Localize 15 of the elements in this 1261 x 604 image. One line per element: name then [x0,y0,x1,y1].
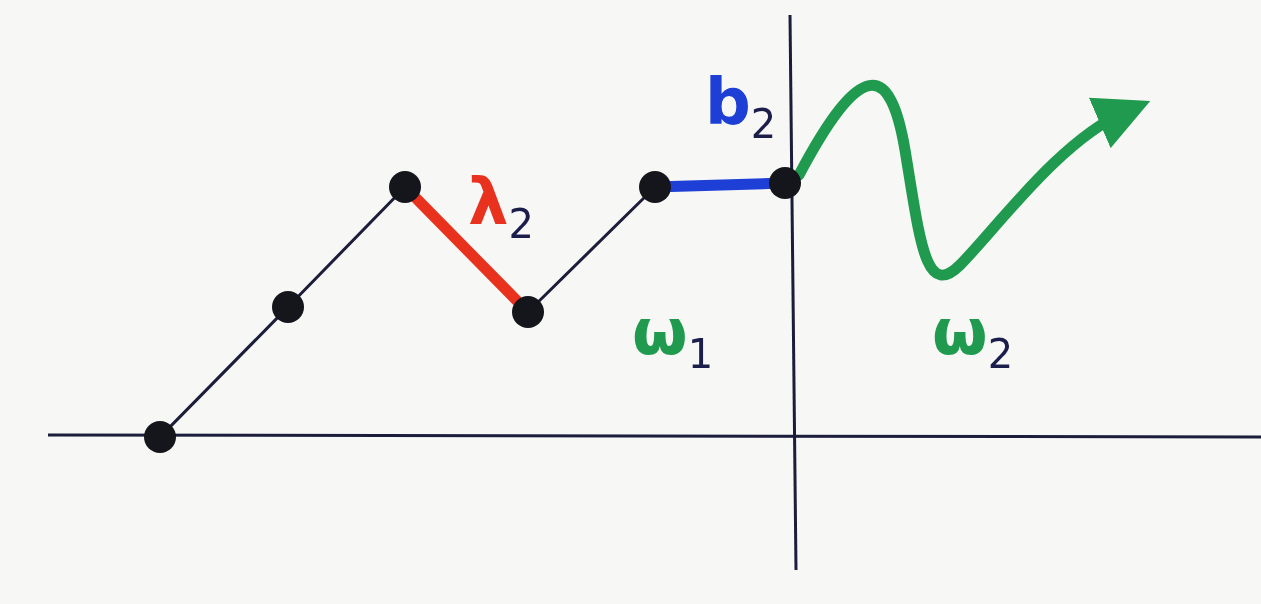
line-segment [169,316,279,428]
region-label: ω$_{1}$ [632,300,714,374]
edge-label: λ$_{2}$ [468,170,534,244]
vertex-dot [769,167,801,199]
region-label: ω$_{2}$ [932,300,1014,374]
vertex-dot [512,296,544,328]
edge-label: b$_{2}$ [705,70,777,144]
line-segment [297,196,396,298]
vertex-dot [389,171,421,203]
line-segment [537,196,646,303]
arrow [793,80,1150,281]
vertex-dot [639,171,671,203]
vertex-dot [144,421,176,453]
vertex-dot [272,291,304,323]
line-segment [410,192,523,307]
